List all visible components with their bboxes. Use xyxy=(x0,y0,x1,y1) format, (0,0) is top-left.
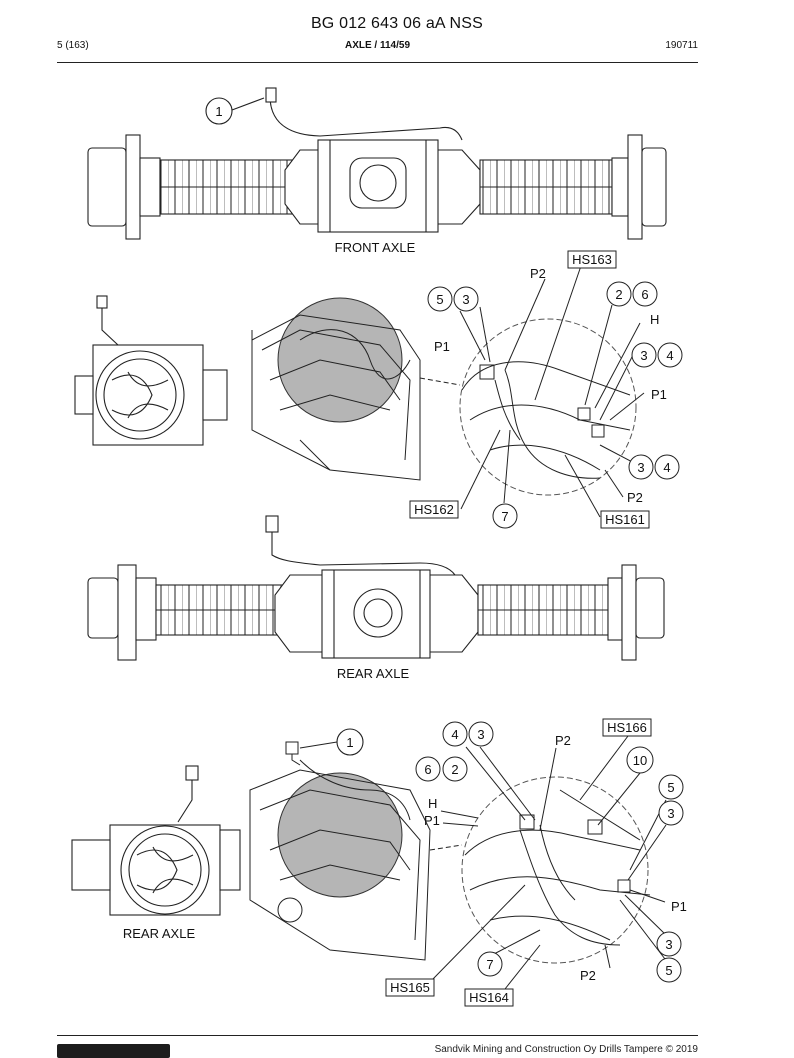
callout-1-front: 1 xyxy=(205,97,233,125)
svg-text:3: 3 xyxy=(462,292,469,307)
svg-text:5: 5 xyxy=(665,963,672,978)
svg-text:5: 5 xyxy=(667,780,674,795)
svg-text:HS165: HS165 xyxy=(390,980,430,995)
svg-text:5: 5 xyxy=(436,292,443,307)
svg-text:3: 3 xyxy=(665,937,672,952)
svg-text:P2: P2 xyxy=(580,968,596,983)
rear-axle-caption: REAR AXLE xyxy=(337,666,410,681)
section-name: AXLE xyxy=(344,40,372,51)
svg-text:H: H xyxy=(428,796,437,811)
rear-perspective-view xyxy=(249,741,463,961)
front-hose-labels: HS163 HS162 HS161 xyxy=(409,250,650,529)
svg-text:H: H xyxy=(650,312,659,327)
rear-callout-circles: 4 3 6 2 10 5 3 3 5 7 xyxy=(415,721,684,983)
svg-text:HS161: HS161 xyxy=(605,512,645,527)
rear-end-view-caption: REAR AXLE xyxy=(123,926,196,941)
rear-callouts xyxy=(431,735,669,990)
front-axle-caption: FRONT AXLE xyxy=(335,240,416,255)
svg-text:6: 6 xyxy=(424,762,431,777)
callout-1-rear: 1 xyxy=(336,728,364,756)
svg-text:6: 6 xyxy=(641,287,648,302)
svg-text:1: 1 xyxy=(215,104,222,119)
rear-point-labels: P2 H P1 P1 P2 xyxy=(424,733,687,983)
rear-zoom-detail xyxy=(461,776,651,964)
header-row: 5 (163) AXLE / 114/59 190711 xyxy=(57,40,698,54)
svg-text:HS162: HS162 xyxy=(414,502,454,517)
footer-copyright: Sandvik Mining and Construction Oy Drill… xyxy=(434,1044,698,1055)
svg-text:10: 10 xyxy=(633,753,647,768)
svg-text:P2: P2 xyxy=(555,733,571,748)
front-end-view xyxy=(74,295,228,446)
svg-text:P2: P2 xyxy=(530,266,546,281)
svg-text:P1: P1 xyxy=(434,339,450,354)
section-title: AXLE / 114/59 xyxy=(57,40,698,51)
footer-rule xyxy=(57,1035,698,1036)
svg-text:3: 3 xyxy=(637,460,644,475)
rear-axle-drawing xyxy=(87,515,665,661)
svg-text:7: 7 xyxy=(501,509,508,524)
svg-text:HS163: HS163 xyxy=(572,252,612,267)
svg-text:1: 1 xyxy=(346,735,353,750)
svg-text:4: 4 xyxy=(663,460,670,475)
svg-text:HS166: HS166 xyxy=(607,720,647,735)
svg-text:7: 7 xyxy=(486,957,493,972)
svg-text:P2: P2 xyxy=(627,490,643,505)
svg-text:P1: P1 xyxy=(651,387,667,402)
front-zoom-detail xyxy=(459,318,637,496)
header-rule xyxy=(57,62,698,63)
svg-text:2: 2 xyxy=(615,287,622,302)
svg-text:2: 2 xyxy=(451,762,458,777)
sandvik-logo xyxy=(57,1044,170,1058)
svg-text:4: 4 xyxy=(666,348,673,363)
section-ref: / 114/59 xyxy=(374,40,411,51)
svg-text:P1: P1 xyxy=(671,899,687,914)
front-point-labels: P2 P1 H P1 P2 xyxy=(434,266,667,505)
front-callout-circles: 5 3 2 6 3 4 3 4 7 xyxy=(427,281,683,529)
rear-end-view xyxy=(71,765,241,916)
front-axle-drawing xyxy=(87,87,667,240)
document-date: 190711 xyxy=(665,40,698,51)
svg-text:3: 3 xyxy=(477,727,484,742)
page-number: 5 (163) xyxy=(57,40,89,51)
front-callouts xyxy=(459,259,645,518)
front-perspective-view xyxy=(251,297,461,481)
svg-text:P1: P1 xyxy=(424,813,440,828)
rear-hose-labels: HS166 HS165 HS164 xyxy=(385,718,652,1007)
svg-text:HS164: HS164 xyxy=(469,990,509,1005)
svg-text:3: 3 xyxy=(667,806,674,821)
svg-text:4: 4 xyxy=(451,727,458,742)
document-id: BG 012 643 06 aA NSS xyxy=(310,15,484,32)
svg-text:3: 3 xyxy=(640,348,647,363)
